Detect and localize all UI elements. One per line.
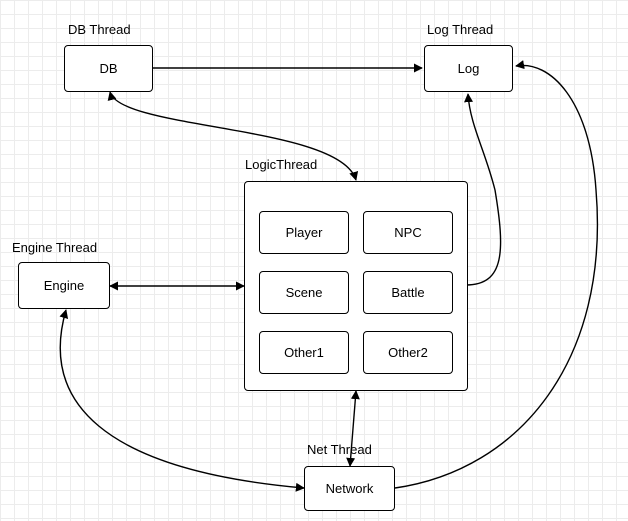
engine-node-label: Engine [43, 278, 85, 293]
module-other1-label: Other1 [284, 345, 324, 360]
edge-logic-network [346, 390, 360, 467]
edge-battle-to-log [464, 93, 502, 286]
module-other1[interactable]: Other1 [259, 331, 349, 374]
module-player-label: Player [285, 225, 323, 240]
module-npc[interactable]: NPC [363, 211, 453, 254]
module-battle[interactable]: Battle [363, 271, 453, 314]
module-battle-label: Battle [391, 285, 425, 300]
module-player[interactable]: Player [259, 211, 349, 254]
engine-node[interactable]: Engine [18, 262, 110, 309]
log-node-label: Log [457, 61, 480, 76]
module-scene[interactable]: Scene [259, 271, 349, 314]
edge-db-logic [107, 91, 359, 181]
net-thread-label: Net Thread [307, 442, 372, 457]
network-node-label: Network [325, 481, 374, 496]
module-npc-label: NPC [394, 225, 422, 240]
module-other2[interactable]: Other2 [363, 331, 453, 374]
log-thread-label: Log Thread [427, 22, 494, 37]
log-node[interactable]: Log [424, 45, 513, 92]
db-node[interactable]: DB [64, 45, 153, 92]
logic-thread-label: LogicThread [245, 157, 318, 172]
edge-network-to-log [394, 60, 598, 489]
db-node-label: DB [99, 61, 118, 76]
edge-engine-network [59, 309, 305, 492]
module-scene-label: Scene [285, 285, 323, 300]
engine-thread-label: Engine Thread [12, 240, 98, 255]
network-node[interactable]: Network [304, 466, 395, 511]
module-other2-label: Other2 [388, 345, 428, 360]
db-thread-label: DB Thread [68, 22, 131, 37]
